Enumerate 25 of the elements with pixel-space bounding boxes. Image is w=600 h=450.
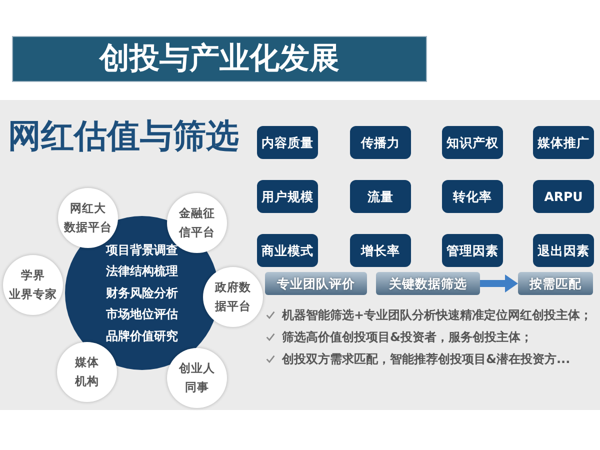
metric-tile: 媒体推广 (533, 126, 594, 159)
stage-bar: 专业团队评价 (265, 272, 367, 295)
metric-tile: 管理因素 (442, 234, 503, 267)
metric-tile: 用户规模 (257, 180, 318, 213)
title-banner: 创投与产业化发展 (12, 36, 427, 82)
bullet-text: 机器智能筛选+专业团队分析快速精准定位网红创投主体； (282, 307, 592, 323)
section-heading: 网红估值与筛选 (8, 115, 239, 157)
metric-tile: 商业模式 (257, 234, 318, 267)
metric-tile: 退出因素 (533, 234, 594, 267)
metric-tile: ARPU (533, 180, 594, 213)
list-text: 品牌价值研究 (106, 328, 178, 344)
metric-tile: 转化率 (442, 180, 503, 213)
metric-tile: 传播力 (350, 126, 411, 159)
bullet-text: 创投双方需求匹配，智能推荐创投项目&潜在投资方... (282, 351, 570, 367)
list-text: 财务风险分析 (106, 284, 178, 301)
bullet-text: 筛选高价值创投项目&投资者，服务创投主体； (282, 329, 532, 345)
metric-tile: 增长率 (350, 234, 411, 267)
list-text: 市场地位评估 (106, 306, 178, 322)
metric-tile: 知识产权 (442, 126, 503, 159)
stage-bar: 按需匹配 (518, 272, 593, 295)
stage-bar: 关键数据筛选 (376, 272, 480, 295)
metric-tile: 流量 (350, 180, 411, 213)
arrow (480, 274, 518, 292)
metric-tile: 内容质量 (257, 126, 318, 159)
list-text: 法律结构梳理 (106, 263, 178, 280)
